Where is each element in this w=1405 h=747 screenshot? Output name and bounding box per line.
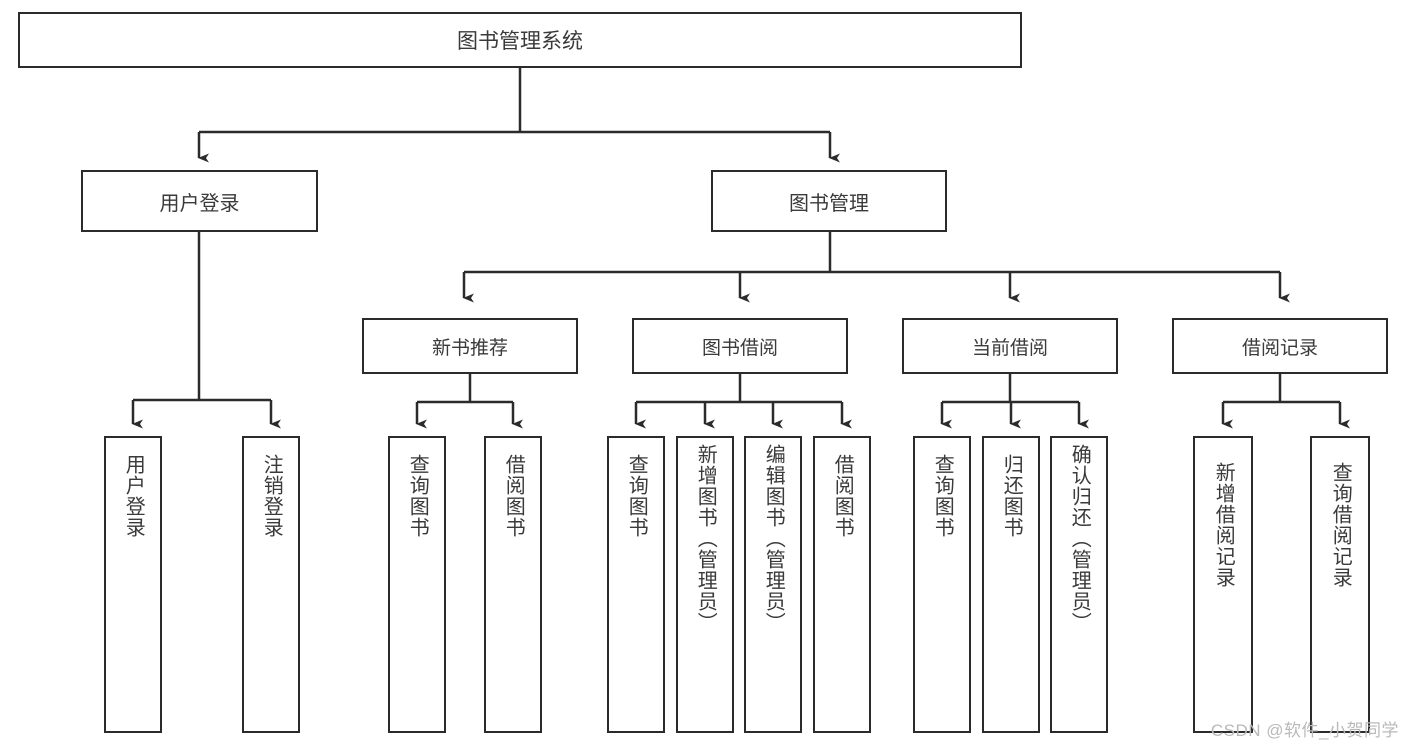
node-label: 借阅记录	[1241, 337, 1318, 359]
leaf-borrow-borrow-book[interactable]: 借阅图书	[813, 436, 871, 733]
leaf-current-query-book[interactable]: 查询图书	[913, 436, 971, 733]
leaf-borrow-edit-book-admin[interactable]: 编辑图书（管理员）	[744, 436, 802, 733]
leaf-user-login-login[interactable]: 用户登录	[104, 436, 162, 733]
node-label: 图书管理	[789, 192, 869, 215]
leaf-label: 确认归还（管理员）	[1068, 444, 1091, 633]
watermark-text: CSDN @软件_小贺同学	[1210, 721, 1399, 740]
leaf-label: 编辑图书（管理员）	[762, 444, 785, 633]
leaf-label: 新增借阅记录	[1212, 462, 1235, 588]
leaf-label: 查询图书	[931, 454, 954, 538]
leaf-label: 借阅图书	[831, 454, 854, 538]
leaf-label: 查询图书	[406, 454, 429, 538]
leaf-user-login-logout[interactable]: 注销登录	[242, 436, 300, 733]
leaf-label: 用户登录	[122, 454, 145, 538]
leaf-current-confirm-return-admin[interactable]: 确认归还（管理员）	[1050, 436, 1108, 733]
node-label: 当前借阅	[971, 337, 1048, 359]
leaf-label: 新增图书（管理员）	[694, 444, 717, 633]
leaf-borrow-add-book-admin[interactable]: 新增图书（管理员）	[676, 436, 734, 733]
node-root-system[interactable]: 图书管理系统	[18, 12, 1022, 68]
node-label: 图书借阅	[701, 337, 778, 359]
node-current-borrow[interactable]: 当前借阅	[902, 318, 1118, 374]
leaf-current-return-book[interactable]: 归还图书	[982, 436, 1040, 733]
leaf-recommend-borrow-book[interactable]: 借阅图书	[484, 436, 542, 733]
leaf-label: 归还图书	[1000, 454, 1023, 538]
leaf-label: 查询借阅记录	[1329, 462, 1352, 588]
node-book-management[interactable]: 图书管理	[711, 170, 947, 232]
node-book-borrow[interactable]: 图书借阅	[632, 318, 848, 374]
node-label: 图书管理系统	[457, 30, 583, 53]
leaf-label: 注销登录	[260, 454, 283, 538]
leaf-borrow-query-book[interactable]: 查询图书	[607, 436, 665, 733]
leaf-label: 查询图书	[625, 454, 648, 538]
leaf-record-add-record[interactable]: 新增借阅记录	[1193, 436, 1253, 733]
node-new-book-recommend[interactable]: 新书推荐	[362, 318, 578, 374]
node-label: 新书推荐	[431, 337, 508, 359]
node-borrow-record[interactable]: 借阅记录	[1172, 318, 1388, 374]
leaf-label: 借阅图书	[502, 454, 525, 538]
node-label: 用户登录	[159, 192, 240, 215]
leaf-record-query-record[interactable]: 查询借阅记录	[1310, 436, 1370, 733]
leaf-recommend-query-book[interactable]: 查询图书	[388, 436, 446, 733]
node-user-login[interactable]: 用户登录	[81, 170, 318, 232]
